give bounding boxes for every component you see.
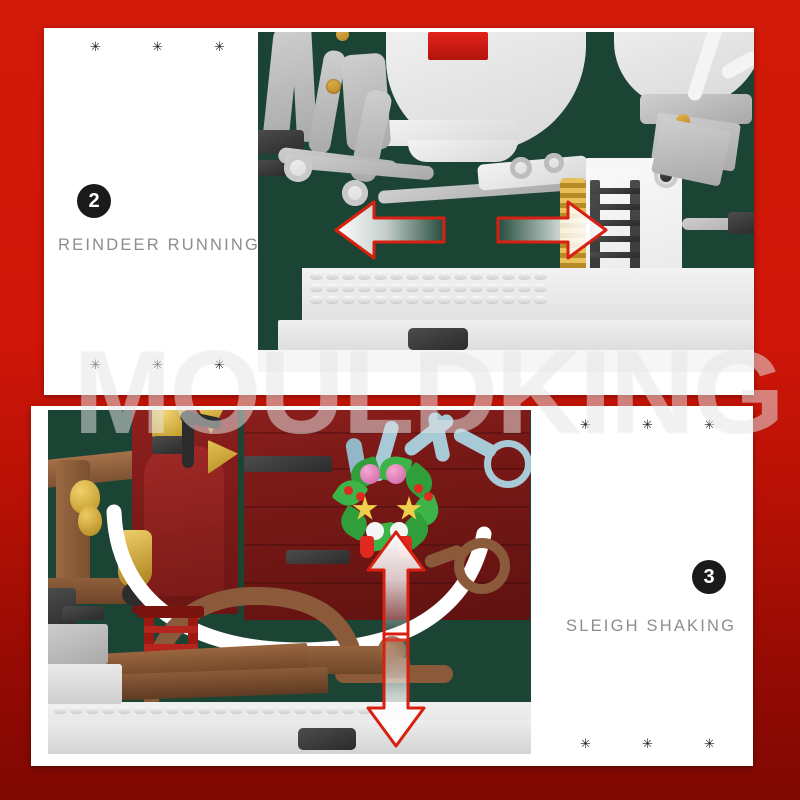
snowflake-icon: ✳ [642, 736, 653, 751]
step-badge-2: 2 [77, 184, 111, 218]
panel-caption-reindeer-running: REINDEER RUNNING [58, 236, 261, 254]
snowflake-icon: ✳ [642, 417, 653, 432]
snowflake-icon: ✳ [214, 39, 225, 54]
photo-reindeer-running [258, 32, 754, 372]
arrow-right [496, 200, 608, 260]
panel-caption-sleigh-shaking: SLEIGH SHAKING [566, 617, 737, 635]
snowflake-icon: ✳ [214, 357, 225, 372]
snowflake-icon: ✳ [580, 417, 591, 432]
panel-reindeer-running: ✳ ✳ ✳ ✳ ✳ ✳ 2 REINDEER RUNNING [44, 28, 754, 395]
arrow-down [366, 630, 426, 748]
snowflake-icon: ✳ [90, 39, 101, 54]
snowflake-icon: ✳ [580, 736, 591, 751]
snowflake-icon: ✳ [704, 736, 715, 751]
snowflake-icon: ✳ [90, 357, 101, 372]
photo-sleigh-shaking [48, 410, 531, 754]
panel-sleigh-shaking: ✳ ✳ ✳ ✳ ✳ ✳ 3 SLEIGH SHAKING [31, 406, 753, 766]
step-badge-3: 3 [692, 560, 726, 594]
arrow-up [366, 530, 426, 642]
snowflake-icon: ✳ [152, 39, 163, 54]
snowflake-icon: ✳ [152, 357, 163, 372]
arrow-left [334, 200, 446, 260]
snowflake-icon: ✳ [704, 417, 715, 432]
